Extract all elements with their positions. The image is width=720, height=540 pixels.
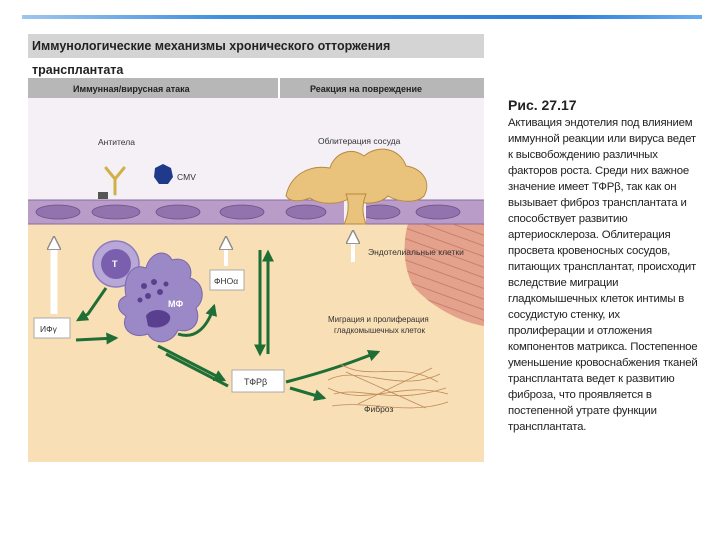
migration-label-line2: гладкомышечных клеток [334, 326, 425, 335]
panel-header-right [280, 78, 484, 98]
tgf-label: ТФРβ [244, 377, 267, 387]
antibodies-label: Антитела [98, 137, 135, 147]
figure-title: Иммунологические механизмы хронического … [28, 34, 484, 77]
cmv-label: CMV [177, 172, 196, 182]
ifn-label: ИФγ [40, 324, 58, 334]
fibrosis-fibers [327, 363, 449, 409]
smooth-muscle-layer [404, 224, 484, 326]
macrophage-nucleus [146, 310, 171, 328]
diagram: Иммунная/вирусная атака Реакция на повре… [28, 64, 484, 462]
caption-text: Активация эндотелия под влиянием иммунно… [508, 117, 698, 433]
green-arrows [75, 249, 381, 402]
header-accent-line [22, 15, 702, 19]
tnf-box [209, 269, 245, 291]
panel-left-label: Иммунная/вирусная атака [73, 84, 191, 94]
panel-header-left [28, 78, 278, 98]
caption: Рис. 27.17 Активация эндотелия под влиян… [508, 97, 698, 435]
macrophage-granules [137, 279, 169, 303]
t-cell-label: T [112, 259, 118, 269]
figure-number: Рис. 27.17 [508, 97, 577, 113]
antigen-icon [98, 192, 108, 199]
macrophage [118, 252, 203, 343]
antibody-icon [104, 166, 126, 196]
tgf-box [231, 369, 285, 393]
diagram-svg: Иммунная/вирусная атака Реакция на повре… [28, 78, 484, 462]
endothelial-cells [35, 204, 461, 220]
migration-label-line1: Миграция и пролиферация [328, 315, 429, 324]
vessel-obliteration-mass [285, 148, 428, 204]
panel-right-label: Реакция на повреждение [310, 84, 422, 94]
fibrosis-label: Фиброз [364, 404, 393, 414]
cmv-icon [154, 164, 173, 184]
macrophage-label: МФ [168, 299, 183, 309]
t-cell-nucleus [101, 249, 131, 279]
tnf-label: ФНОα [214, 276, 238, 286]
endothelial-cells-label: Эндотелиальные клетки [368, 247, 464, 257]
ifn-box [33, 317, 71, 339]
vessel-obliteration-label: Облитерация сосуда [318, 136, 401, 146]
